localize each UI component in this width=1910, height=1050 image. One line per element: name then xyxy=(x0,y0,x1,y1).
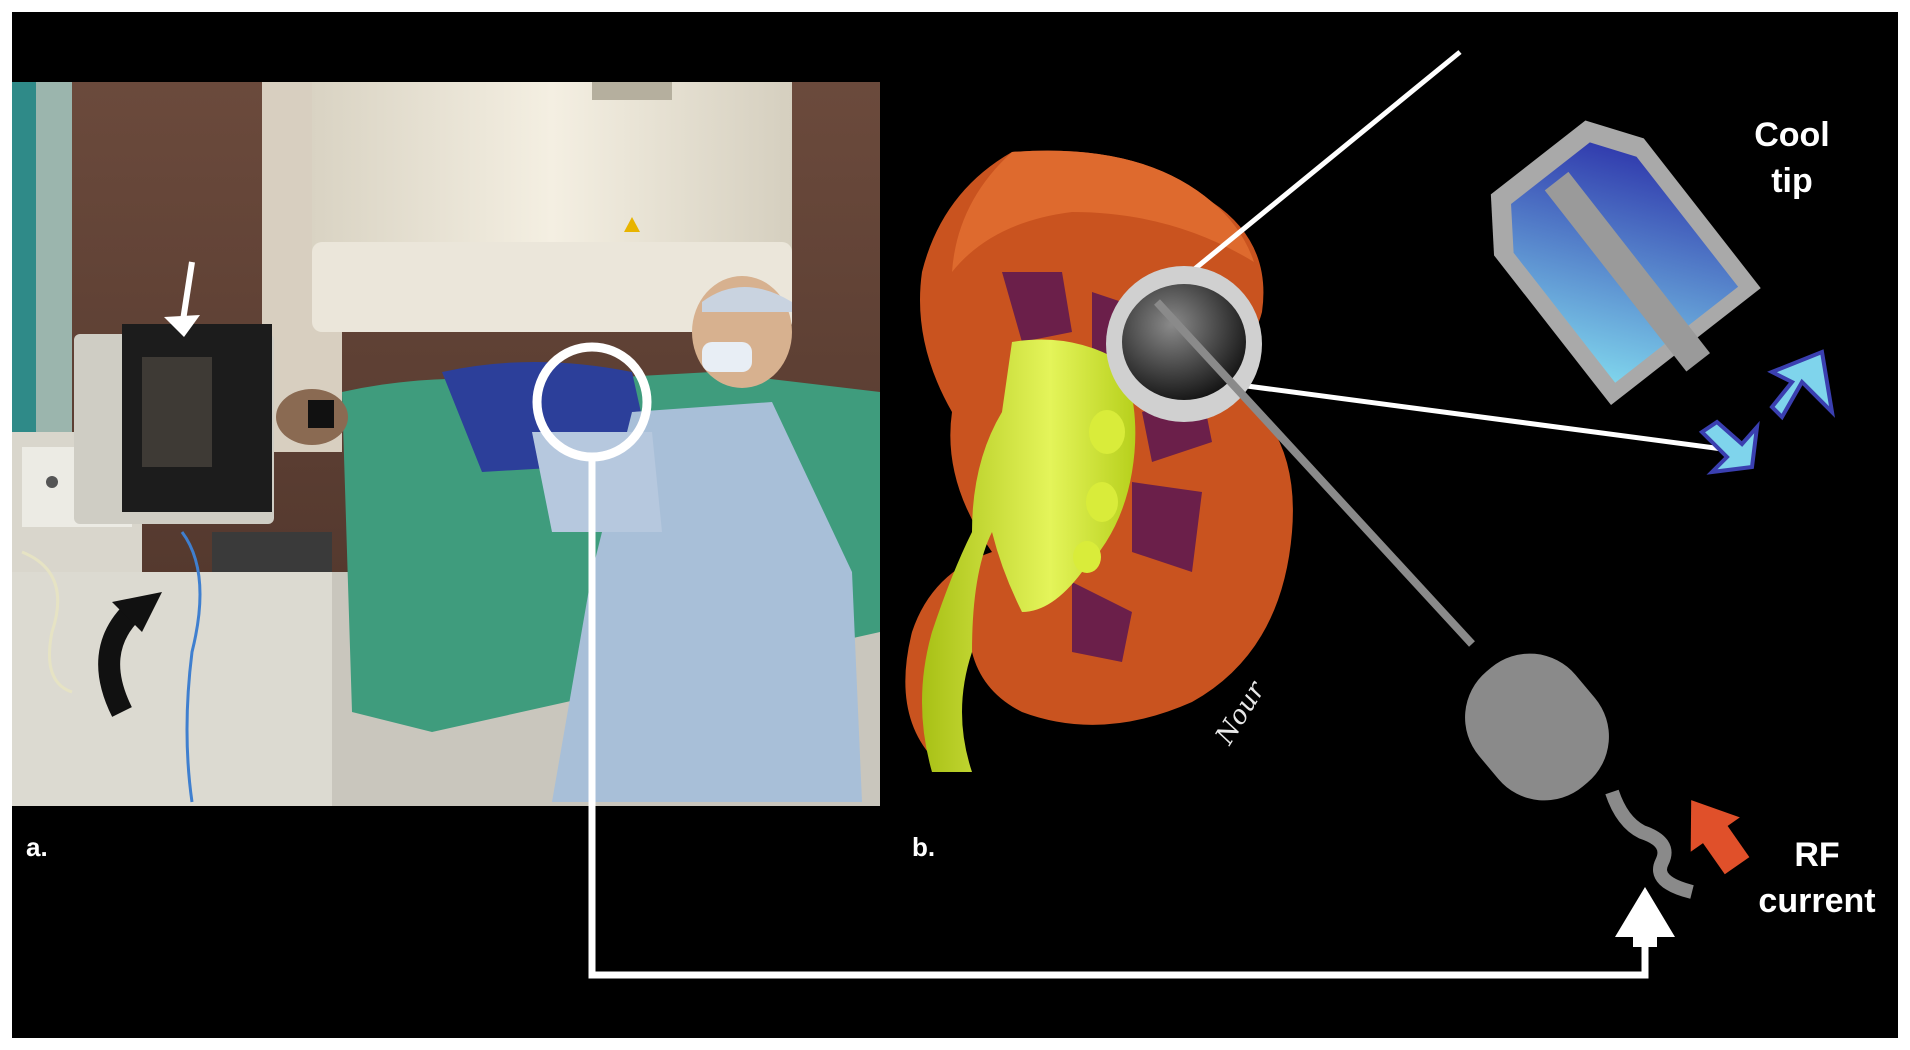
rf-current-label: RF current xyxy=(1742,832,1892,924)
cool-tip-label-line1: Cool xyxy=(1712,112,1872,158)
cool-tip-label: Cool tip xyxy=(1712,112,1872,204)
panel-label-a: a. xyxy=(26,832,48,863)
probe-cable xyxy=(1612,792,1692,892)
cooling-inflow-arrow xyxy=(1772,352,1832,417)
cool-tip-label-line2: tip xyxy=(1712,158,1872,204)
figure-canvas: Nour a. b. Cool tip RF current xyxy=(12,12,1898,1038)
kidney-illustration xyxy=(905,151,1293,772)
procedure-photo xyxy=(12,82,880,806)
zoom-line-lower xyxy=(1232,384,1730,450)
probe-handle xyxy=(1441,629,1634,825)
panel-label-b: b. xyxy=(912,832,935,863)
connector-arrowhead xyxy=(1615,887,1675,947)
rf-current-label-line1: RF xyxy=(1742,832,1892,878)
figure-svg xyxy=(12,12,1898,1038)
rf-current-label-line2: current xyxy=(1742,878,1892,924)
